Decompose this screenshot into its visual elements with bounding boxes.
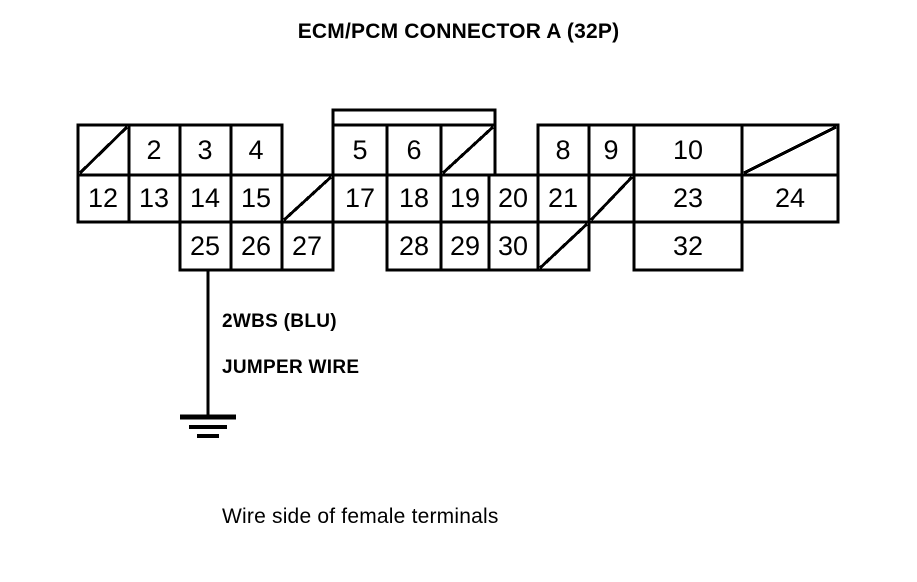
- pin-label-29: 29: [450, 231, 480, 261]
- slash-pin-1: [78, 125, 129, 175]
- pin-label-2: 2: [146, 135, 161, 165]
- slash-pin-11: [743, 125, 837, 175]
- pin-label-24: 24: [775, 183, 805, 213]
- slash-pin-22: [589, 175, 634, 222]
- cell-group-outline: [632, 220, 744, 272]
- pin-label-10: 10: [673, 135, 703, 165]
- cell-group-outline: [178, 220, 335, 272]
- slash-pin-31: [538, 222, 589, 270]
- wire-color-label: 2WBS (BLU): [222, 311, 337, 332]
- slash-pin-7: [441, 125, 495, 175]
- pin-label-13: 13: [139, 183, 169, 213]
- pin-label-3: 3: [197, 135, 212, 165]
- slash-pin-16: [282, 175, 333, 222]
- pin-label-21: 21: [548, 183, 578, 213]
- bottom-row-group-b: [385, 220, 591, 272]
- pin-label-32: 32: [673, 231, 703, 261]
- page-title: ECM/PCM CONNECTOR A (32P): [297, 20, 620, 43]
- pin-label-19: 19: [450, 183, 480, 213]
- pin-label-28: 28: [399, 231, 429, 261]
- pin-label-12: 12: [88, 183, 118, 213]
- bottom-row-group-a: [178, 220, 335, 272]
- pin-label-26: 26: [241, 231, 271, 261]
- jumper-wire-label: JUMPER WIRE: [222, 357, 360, 378]
- locking-tab: [331, 108, 497, 127]
- pin-label-6: 6: [406, 135, 421, 165]
- pin-label-25: 25: [190, 231, 220, 261]
- pin-label-5: 5: [352, 135, 367, 165]
- pin-label-14: 14: [190, 183, 220, 213]
- pin-labels: 2 3 4 5 6 8 9 10 12 13 14 15 17 18 19 20…: [88, 135, 805, 261]
- bottom-row-group-c: [632, 220, 744, 272]
- pin-label-18: 18: [399, 183, 429, 213]
- top-row-group-a: [76, 123, 284, 177]
- pin-label-27: 27: [292, 231, 322, 261]
- footer-caption: Wire side of female terminals: [222, 505, 499, 528]
- blank-terminal-slashes: [78, 125, 837, 270]
- pin-label-20: 20: [498, 183, 528, 213]
- pin-label-9: 9: [603, 135, 618, 165]
- pin-label-30: 30: [498, 231, 528, 261]
- pin-label-8: 8: [555, 135, 570, 165]
- pin-label-15: 15: [241, 183, 271, 213]
- pin-label-17: 17: [345, 183, 375, 213]
- jumper-wire-assembly: [180, 270, 236, 438]
- pin-label-4: 4: [248, 135, 263, 165]
- pin-label-23: 23: [673, 183, 703, 213]
